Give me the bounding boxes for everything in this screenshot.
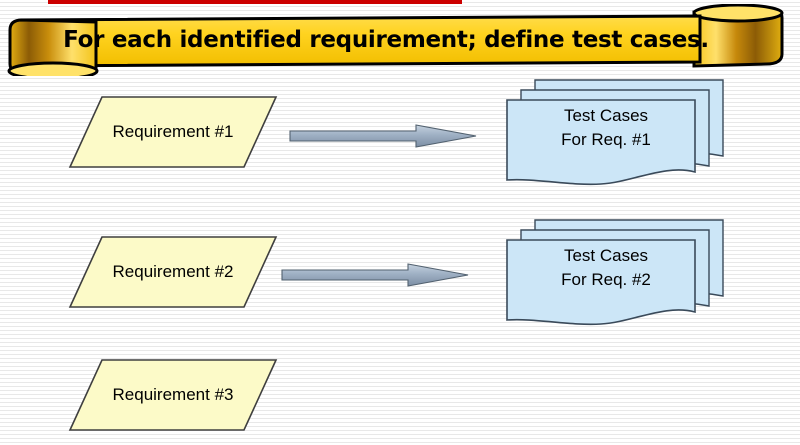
requirement-2-label: Requirement #2 xyxy=(112,262,234,281)
test-cases-2-line1: Test Cases xyxy=(563,246,649,265)
parallelogram-icon xyxy=(68,359,278,431)
document-sheet-front xyxy=(506,239,696,326)
arrow-right-icon xyxy=(281,263,469,287)
test-cases-2-line2: For Req. #2 xyxy=(561,270,651,289)
test-cases-2-label: Test Cases For Req. #2 xyxy=(513,244,699,292)
banner-scroll-graphic xyxy=(7,4,784,76)
requirement-3-label: Requirement #3 xyxy=(112,385,234,404)
requirement-1-shape[interactable]: Requirement #1 xyxy=(68,95,278,169)
document-stack-icon xyxy=(506,79,724,186)
test-cases-stack-1[interactable]: Test Cases For Req. #1 xyxy=(505,78,735,193)
requirement-3-shape[interactable]: Requirement #3 xyxy=(68,358,278,432)
document-stack-icon xyxy=(506,219,724,326)
document-sheet-front xyxy=(506,99,696,186)
parallelogram-icon xyxy=(68,96,278,168)
test-cases-stack-2[interactable]: Test Cases For Req. #2 xyxy=(505,218,735,333)
title-banner: For each identified requirement; define … xyxy=(0,4,800,76)
test-cases-1-label: Test Cases For Req. #1 xyxy=(513,104,699,152)
top-red-rule xyxy=(48,0,462,4)
flow-arrow-2 xyxy=(280,262,470,288)
parallelogram-icon xyxy=(68,236,278,308)
requirement-1-label: Requirement #1 xyxy=(112,122,234,141)
banner-title-text: For each identified requirement; define … xyxy=(63,27,709,53)
requirement-2-shape[interactable]: Requirement #2 xyxy=(68,235,278,309)
flow-arrow-1 xyxy=(288,123,478,149)
banner-left-roll xyxy=(7,18,99,76)
banner-right-roll xyxy=(692,4,784,68)
test-cases-1-line1: Test Cases xyxy=(563,106,649,125)
test-cases-1-line2: For Req. #1 xyxy=(561,130,651,149)
arrow-right-icon xyxy=(289,124,477,148)
